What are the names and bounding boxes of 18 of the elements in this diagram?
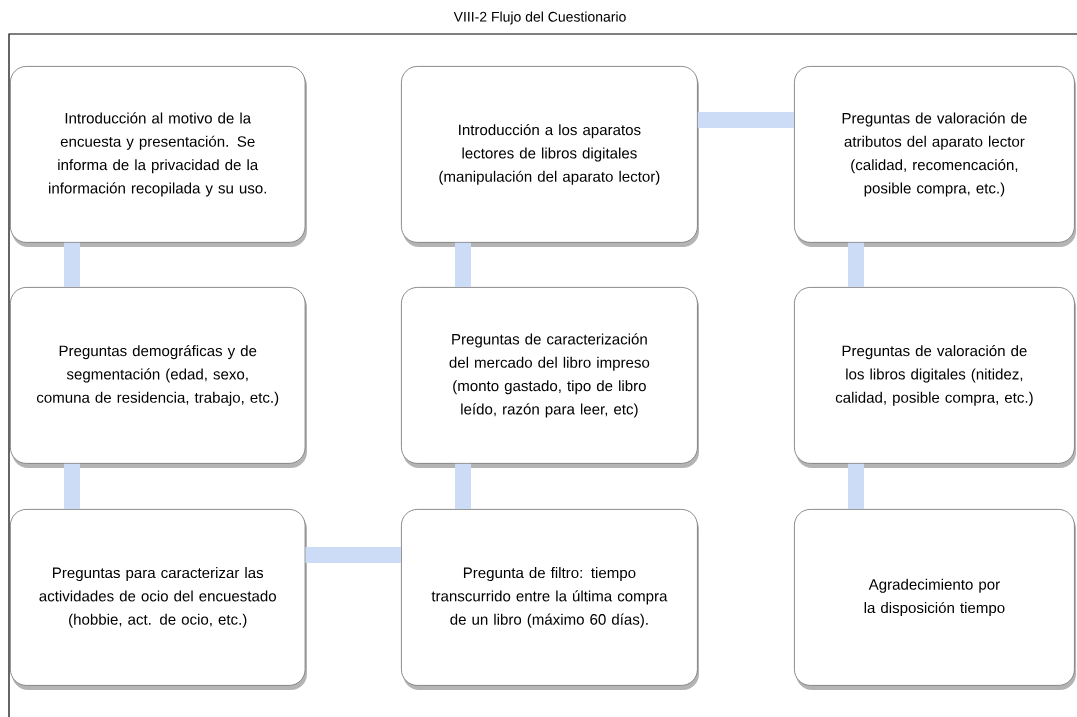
- process-box: Preguntas para caracterizar las actividades de ocio del encuestado (hobbie, act. de ocio, etc.): [10, 509, 307, 690]
- process-box: Preguntas de valoración de atributos del aparato lector (calidad, recomencación, posible compra, etc.): [794, 66, 1076, 247]
- connector: [64, 242, 80, 287]
- process-box: Preguntas de caracterización del mercado del libro impreso (monto gastado, tipo de libro leído, razón para leer, etc): [401, 287, 699, 468]
- connector: [697, 112, 794, 128]
- connector: [305, 547, 401, 563]
- title: VIII-2 Flujo del Cuestionario: [453, 11, 626, 25]
- connector: [848, 242, 864, 287]
- process-box: Preguntas de valoración de los libros digitales (nitidez, calidad, posible compra, etc.): [794, 287, 1076, 468]
- process-box: Pregunta de filtro: tiempo transcurrido entre la última compra de un libro (máximo 60 días).: [401, 509, 699, 690]
- connector: [848, 463, 864, 509]
- connector: [455, 463, 471, 509]
- process-box: Agradecimiento por la disposición tiempo: [794, 509, 1076, 690]
- process-box: Introducción al motivo de la encuesta y presentación. Se informa de la privacidad de la información recopilada y su uso.: [10, 66, 307, 247]
- connector: [64, 463, 80, 509]
- process-box: Introducción a los aparatos lectores de libros digitales (manipulación del aparato lector): [401, 66, 699, 247]
- connector: [455, 242, 471, 287]
- process-box: Preguntas demográficas y de segmentación (edad, sexo, comuna de residencia, trabajo, etc.): [10, 287, 307, 468]
